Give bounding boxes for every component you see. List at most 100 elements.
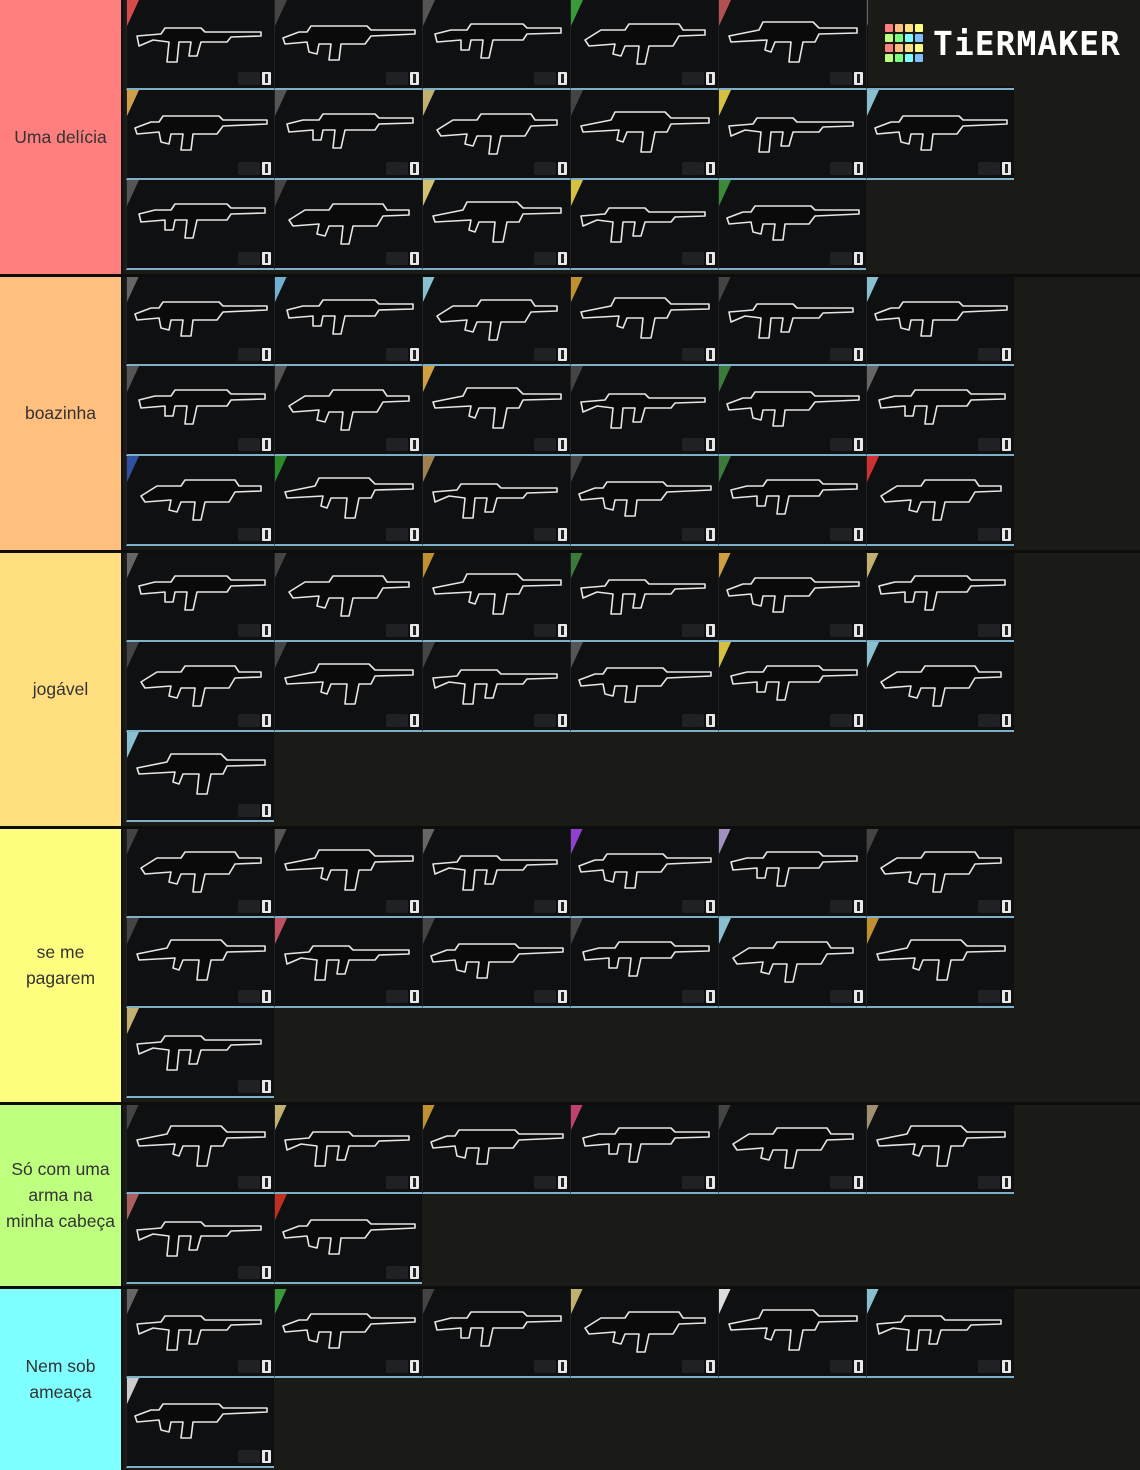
weapon-tile[interactable] [126, 90, 274, 180]
tier-label[interactable]: Só com uma arma na minha cabeça [0, 1104, 123, 1286]
tier-label[interactable]: jogável [0, 552, 123, 826]
weapon-tile[interactable] [570, 828, 718, 918]
weapon-tile[interactable] [274, 552, 422, 642]
weapon-tile[interactable] [570, 366, 718, 456]
weapon-tile[interactable] [126, 366, 274, 456]
attachment-slot [830, 714, 852, 727]
weapon-tile[interactable] [274, 276, 422, 366]
weapon-tile[interactable] [866, 90, 1014, 180]
weapon-tile[interactable] [422, 1104, 570, 1194]
weapon-tile[interactable] [126, 1194, 274, 1284]
attachment-slot [830, 1176, 852, 1189]
tier-label[interactable]: Uma delícia [0, 0, 123, 274]
weapon-tile[interactable] [126, 456, 274, 546]
weapon-tile[interactable] [718, 180, 866, 270]
weapon-tile[interactable] [126, 1008, 274, 1098]
weapon-tile[interactable] [126, 642, 274, 732]
weapon-tile[interactable] [570, 552, 718, 642]
weapon-tile[interactable] [422, 276, 570, 366]
weapon-tile[interactable] [422, 180, 570, 270]
weapon-tile[interactable] [718, 552, 866, 642]
weapon-tile[interactable] [718, 1104, 866, 1194]
weapon-tile[interactable] [718, 366, 866, 456]
tier-label[interactable]: se me pagarem [0, 828, 123, 1102]
weapon-tile[interactable] [570, 456, 718, 546]
weapon-tile[interactable] [718, 276, 866, 366]
attachment-slot [682, 714, 704, 727]
weapon-tile[interactable] [126, 1378, 274, 1468]
weapon-tile[interactable] [274, 918, 422, 1008]
weapon-tile[interactable] [866, 552, 1014, 642]
weapon-tile[interactable] [422, 828, 570, 918]
weapon-tile[interactable] [274, 180, 422, 270]
logo-grid-cell [895, 24, 903, 32]
weapon-tile[interactable] [274, 0, 422, 90]
weapon-tile[interactable] [570, 918, 718, 1008]
weapon-tile[interactable] [422, 1288, 570, 1378]
weapon-tile[interactable] [570, 276, 718, 366]
weapon-tile[interactable] [570, 642, 718, 732]
weapon-tile[interactable] [422, 0, 570, 90]
weapon-silhouette-icon [580, 579, 706, 615]
weapon-tile[interactable] [274, 642, 422, 732]
weapon-tile[interactable] [570, 1104, 718, 1194]
weapon-tile[interactable] [718, 918, 866, 1008]
weapon-tile[interactable] [274, 1194, 422, 1284]
weapon-tile[interactable] [570, 90, 718, 180]
weapon-silhouette-icon [880, 479, 1002, 521]
magazine-badge-icon [262, 162, 271, 175]
weapon-tile[interactable] [718, 90, 866, 180]
weapon-tile[interactable] [274, 366, 422, 456]
logo-grid-cell [885, 54, 893, 62]
weapon-tile[interactable] [126, 552, 274, 642]
weapon-tile[interactable] [126, 1104, 274, 1194]
attachment-slot [238, 624, 260, 637]
weapon-tile[interactable] [422, 366, 570, 456]
tier-label[interactable]: Nem sob ameaça [0, 1288, 123, 1470]
weapon-tile[interactable] [570, 0, 718, 90]
weapon-tile[interactable] [866, 366, 1014, 456]
weapon-tile[interactable] [422, 918, 570, 1008]
weapon-tile[interactable] [422, 90, 570, 180]
logo-grid-cell [905, 24, 913, 32]
weapon-tile[interactable] [866, 1288, 1014, 1378]
weapon-tile[interactable] [866, 276, 1014, 366]
weapon-tile[interactable] [718, 642, 866, 732]
attachment-slot [682, 72, 704, 85]
weapon-tile[interactable] [422, 552, 570, 642]
weapon-silhouette-icon [136, 1221, 262, 1257]
attachment-slot [386, 528, 408, 541]
weapon-tile[interactable] [718, 828, 866, 918]
weapon-tile[interactable] [126, 732, 274, 822]
weapon-tile[interactable] [718, 0, 866, 90]
weapon-tile[interactable] [274, 456, 422, 546]
attachment-slot [534, 624, 556, 637]
logo-grid-cell [885, 44, 893, 52]
weapon-tile[interactable] [866, 456, 1014, 546]
weapon-tile[interactable] [866, 828, 1014, 918]
weapon-tile[interactable] [866, 642, 1014, 732]
weapon-tile[interactable] [866, 918, 1014, 1008]
attachment-slot [238, 990, 260, 1003]
weapon-tile[interactable] [126, 918, 274, 1008]
weapon-tile[interactable] [126, 0, 274, 90]
weapon-tile[interactable] [274, 90, 422, 180]
weapon-tile[interactable] [718, 1288, 866, 1378]
weapon-tile[interactable] [718, 456, 866, 546]
weapon-tile[interactable] [274, 1288, 422, 1378]
weapon-tile[interactable] [422, 642, 570, 732]
weapon-tile[interactable] [274, 828, 422, 918]
weapon-tile[interactable] [126, 828, 274, 918]
weapon-tile[interactable] [274, 1104, 422, 1194]
weapon-tile[interactable] [126, 1288, 274, 1378]
weapon-tile[interactable] [126, 180, 274, 270]
tiermaker-logo[interactable]: TiERMAKER [868, 0, 1140, 86]
weapon-tile[interactable] [126, 276, 274, 366]
tier-label[interactable]: boazinha [0, 276, 123, 550]
weapon-tile[interactable] [570, 1288, 718, 1378]
weapon-silhouette-icon [288, 203, 410, 245]
weapon-tile[interactable] [422, 456, 570, 546]
weapon-tile[interactable] [570, 180, 718, 270]
weapon-tile[interactable] [866, 1104, 1014, 1194]
